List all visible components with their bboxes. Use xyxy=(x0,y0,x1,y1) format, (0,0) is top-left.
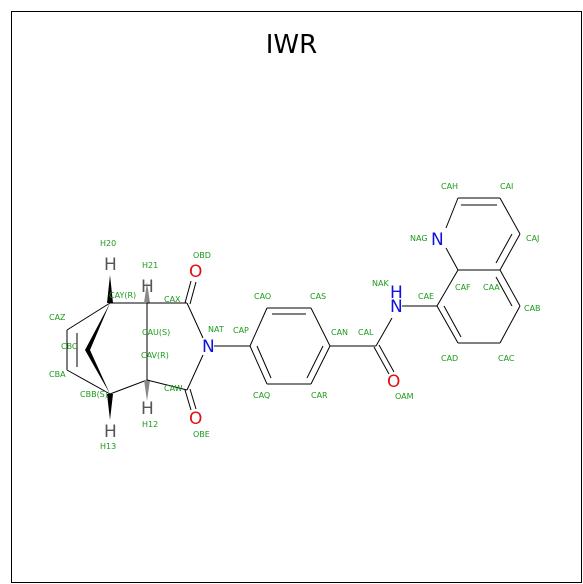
label-caf: CAF xyxy=(455,283,471,292)
phenyl-ring xyxy=(249,307,331,385)
wedge-h20 xyxy=(107,275,113,303)
bridge-wedge-bottom xyxy=(85,350,110,394)
label-cav: CAV(R) xyxy=(141,351,169,360)
label-cap: CAP xyxy=(233,326,249,335)
diagram-frame xyxy=(11,11,582,583)
amide-linker xyxy=(330,305,437,375)
label-cae: CAE xyxy=(418,292,434,301)
label-h13: H13 xyxy=(100,442,116,451)
label-caq: CAQ xyxy=(253,391,270,400)
label-caa: CAA xyxy=(483,283,500,292)
atom-o-bottom: O xyxy=(189,409,202,429)
label-cau: CAU(S) xyxy=(142,328,170,337)
label-cac: CAC xyxy=(498,354,515,363)
atom-n-imide: N xyxy=(202,337,215,357)
molecule-title: IWR xyxy=(265,30,318,60)
wedge-h13 xyxy=(107,394,113,420)
atom-o-amide: O xyxy=(387,372,400,392)
label-caz: CAZ xyxy=(49,313,66,322)
label-cay: CAY(R) xyxy=(109,291,136,300)
label-cbb: CBB(S) xyxy=(80,390,108,399)
atom-n-quinoline: N xyxy=(431,230,444,250)
atom-h-21: H xyxy=(141,277,154,297)
wedge-h12 xyxy=(144,380,150,401)
label-cab: CAB xyxy=(524,304,541,313)
bicyclic-cage xyxy=(66,275,150,420)
label-obe: OBE xyxy=(193,430,210,439)
label-obd: OBD xyxy=(193,251,211,260)
label-oam: OAM xyxy=(395,392,414,401)
label-cah: CAH xyxy=(441,182,458,191)
label-cax: CAX xyxy=(164,295,181,304)
label-car: CAR xyxy=(311,391,328,400)
quinoline-ring xyxy=(436,197,521,344)
imide-ring xyxy=(146,280,250,411)
label-cai: CAI xyxy=(500,182,513,191)
label-cad: CAD xyxy=(441,354,458,363)
label-can: CAN xyxy=(331,328,348,337)
label-nat: NAT xyxy=(208,325,224,334)
label-caj: CAJ xyxy=(526,234,539,243)
bridge-wedge-top xyxy=(85,303,110,350)
label-cao: CAO xyxy=(254,292,271,301)
label-h21: H21 xyxy=(142,261,158,270)
label-cba: CBA xyxy=(49,370,66,379)
label-h20: H20 xyxy=(100,239,116,248)
label-cal: CAL xyxy=(358,328,374,337)
atom-o-top: O xyxy=(189,262,202,282)
atom-h-top: H xyxy=(104,255,117,275)
atom-h-bottom: H xyxy=(104,422,117,442)
label-nak: NAK xyxy=(372,279,389,288)
label-h12: H12 xyxy=(142,420,158,429)
label-nag: NAG xyxy=(410,234,428,243)
atom-h-12: H xyxy=(141,399,154,419)
label-cbc: CBC xyxy=(61,342,78,351)
label-caw: CAW xyxy=(164,384,183,393)
wedge-h21 xyxy=(144,282,150,303)
label-cas: CAS xyxy=(310,292,326,301)
